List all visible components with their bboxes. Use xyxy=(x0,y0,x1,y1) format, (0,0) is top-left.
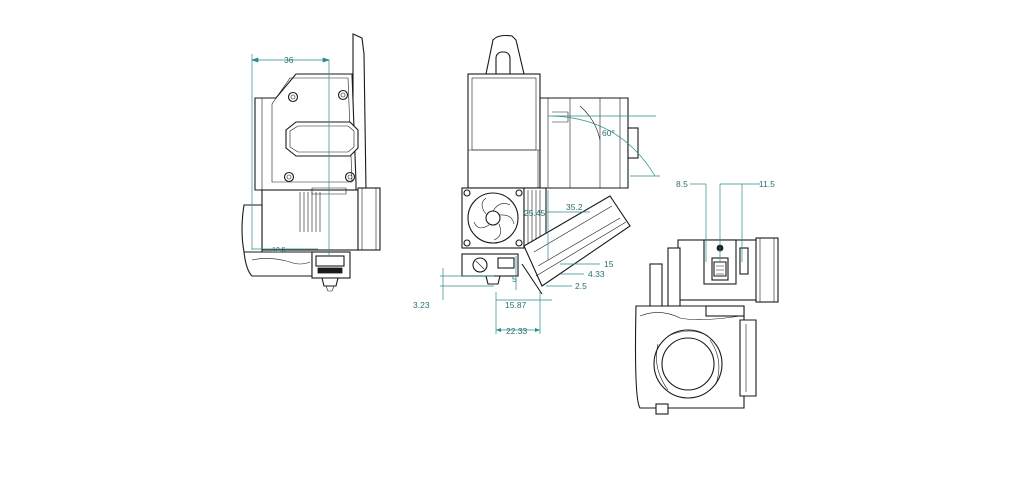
dimension-3-23: 3.23 xyxy=(413,300,430,310)
front-angled-duct xyxy=(523,195,631,287)
screw-icon xyxy=(344,171,356,183)
side-nozzle xyxy=(321,277,339,287)
front-fan xyxy=(461,187,525,249)
side-nameplate xyxy=(285,121,359,157)
top-blower xyxy=(634,305,745,409)
dimension-5: 5 xyxy=(512,274,517,284)
dimension-2-5: 2.5 xyxy=(575,281,587,291)
dimension-36: 36 xyxy=(284,55,294,65)
front-nozzle xyxy=(485,275,501,285)
side-duct xyxy=(243,251,313,277)
side-fan xyxy=(357,187,381,251)
side-view: 36 12.5 xyxy=(241,33,381,292)
dimension-8-5: 8.5 xyxy=(676,179,688,189)
front-motor-connector xyxy=(627,127,639,159)
dimension-15-87: 15.87 xyxy=(505,300,527,310)
screw-icon xyxy=(337,89,349,101)
dimension-4-33: 4.33 xyxy=(588,269,605,279)
dimension-15: 15 xyxy=(604,259,614,269)
side-heatsink xyxy=(261,189,359,251)
front-view: 60° 35.2 25.45 15 4.33 2.5 5 3.23 15.87 … xyxy=(413,34,660,336)
screw-icon xyxy=(287,91,299,103)
top-view: 8.5 11.5 xyxy=(634,179,779,415)
dimension-35-2: 35.2 xyxy=(566,202,583,212)
front-housing xyxy=(467,73,541,189)
top-blower-fan xyxy=(653,329,723,399)
dimension-25-45: 25.45 xyxy=(524,208,546,218)
front-motor xyxy=(539,97,629,189)
dimension-22-33: 22.33 xyxy=(506,326,528,336)
screw-icon xyxy=(283,171,295,183)
dimension-angle: 60° xyxy=(602,128,615,138)
dimension-small: 12.5 xyxy=(272,247,286,254)
dimension-11-5: 11.5 xyxy=(759,179,775,189)
